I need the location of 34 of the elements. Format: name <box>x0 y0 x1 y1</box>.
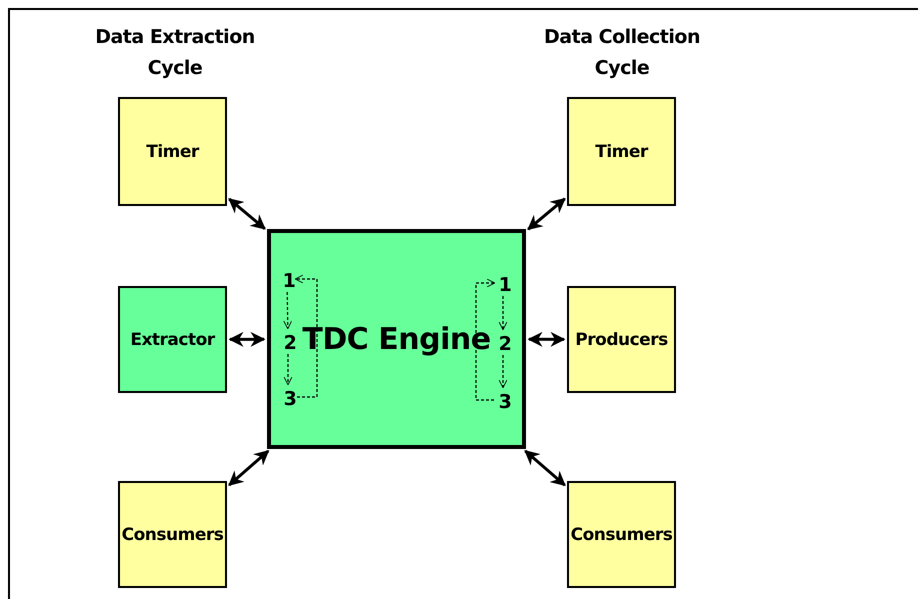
step-number: 2 <box>498 333 512 355</box>
dotted-arrow <box>475 278 496 401</box>
dotted-arrow <box>498 296 508 330</box>
double-arrow <box>228 198 266 230</box>
node-label: Producers <box>575 330 668 350</box>
cycle-heading: Data Extraction Cycle <box>94 25 256 81</box>
process-box-background <box>118 286 227 393</box>
step-number: 3 <box>284 388 296 410</box>
step-number: 1 <box>498 274 512 296</box>
dotted-arrow <box>283 292 292 330</box>
double-arrow <box>528 332 566 347</box>
dotted-arrow <box>498 355 508 388</box>
double-arrow <box>524 450 566 486</box>
process-box-background <box>567 97 676 206</box>
dotted-arrow <box>284 354 292 386</box>
double-arrow <box>527 198 566 230</box>
process-box-background <box>567 481 676 588</box>
cycle-heading: Data Collection Cycle <box>543 25 701 81</box>
process-box-background <box>118 481 227 588</box>
node-label: Consumers <box>122 524 224 544</box>
step-number: 3 <box>498 391 512 413</box>
double-arrow <box>228 450 270 486</box>
process-box-background <box>567 286 676 393</box>
step-number: 1 <box>282 270 296 292</box>
process-box-background <box>118 97 227 206</box>
double-arrow <box>228 332 266 347</box>
node-label: TDC Engine <box>302 322 491 356</box>
node-label: Extractor <box>130 330 215 350</box>
dotted-arrow <box>294 274 318 398</box>
node-label: Consumers <box>570 524 672 544</box>
node-label: Timer <box>146 142 199 162</box>
node-label: Timer <box>595 142 648 162</box>
engine-box-background <box>267 229 526 449</box>
step-number: 2 <box>284 332 296 354</box>
